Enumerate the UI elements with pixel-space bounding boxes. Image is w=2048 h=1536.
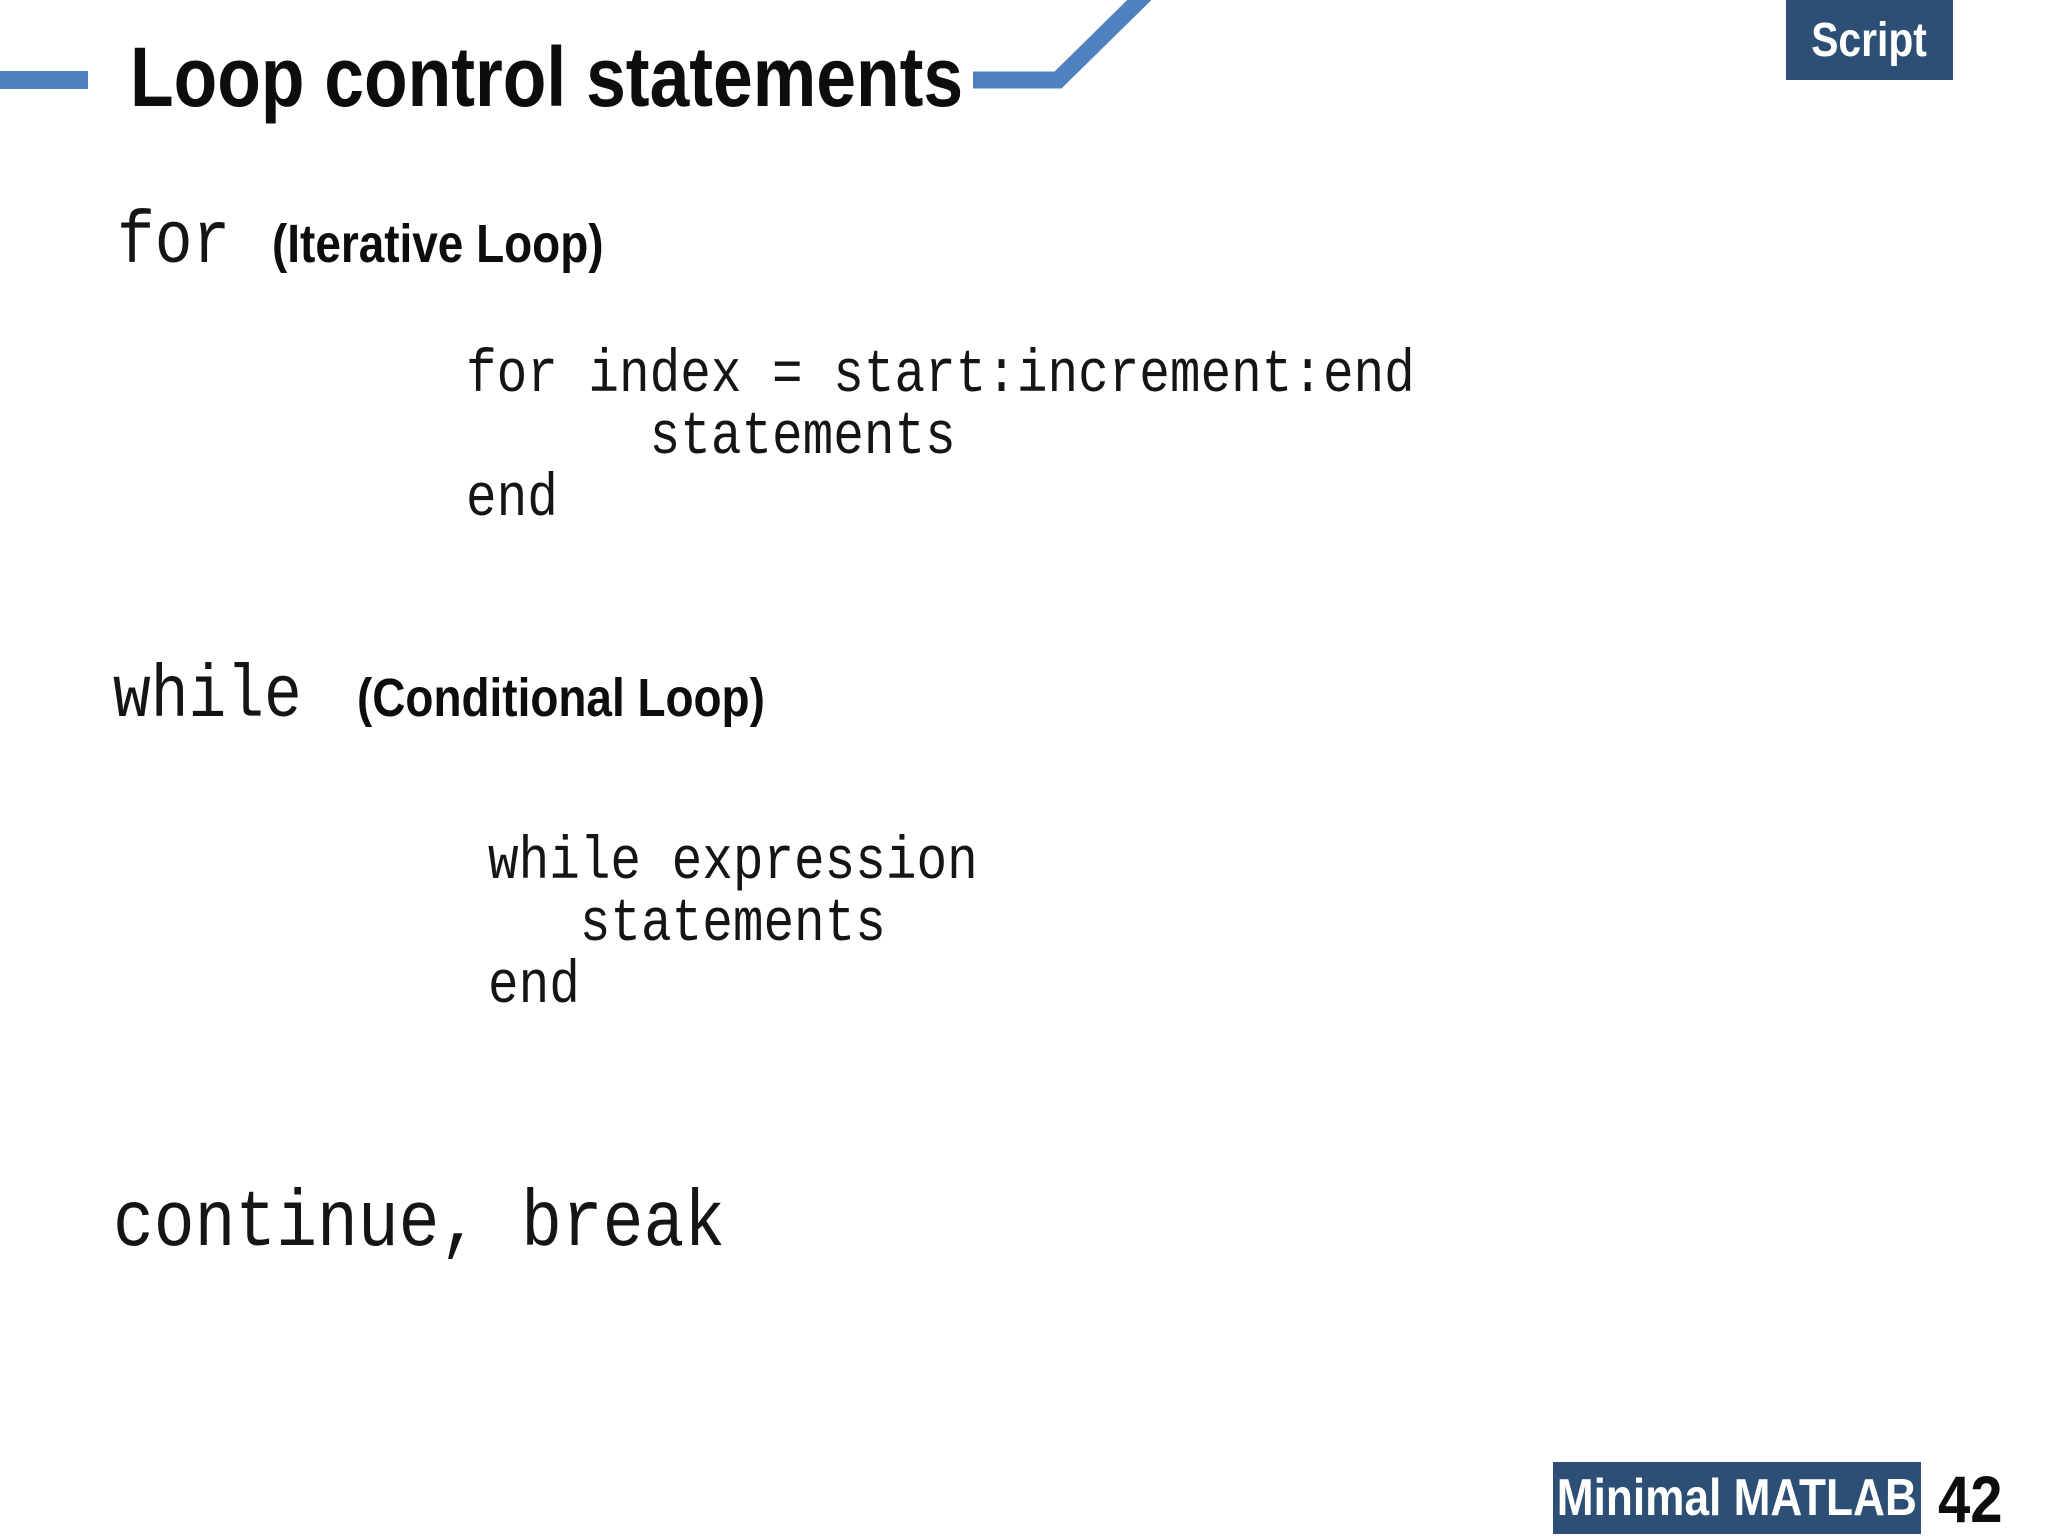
page-title: Loop control statements [130, 30, 964, 124]
page-number: 42 [1938, 1462, 2003, 1536]
for-section-heading: for (Iterative Loop) [117, 206, 662, 280]
while-section-heading: while (Conditional Loop) [113, 660, 837, 734]
series-badge-label: Minimal MATLAB [1556, 1469, 1918, 1527]
script-badge-label: Script [1811, 13, 1928, 67]
title-swoosh-line [973, 0, 1152, 89]
for-keyword: for [117, 201, 231, 285]
series-badge: Minimal MATLAB [1553, 1462, 1921, 1534]
title-accent-dash [0, 71, 88, 89]
for-keyword-label: (Iterative Loop) [272, 214, 604, 274]
continue-break-keywords: continue, break [113, 1179, 726, 1270]
while-keyword-label: (Conditional Loop) [357, 668, 765, 728]
while-keyword: while [113, 655, 302, 739]
script-badge: Script [1786, 0, 1953, 80]
for-code-block: for index = start:increment:end statemen… [466, 342, 1415, 534]
while-code-block: while expression statements end [488, 829, 978, 1021]
